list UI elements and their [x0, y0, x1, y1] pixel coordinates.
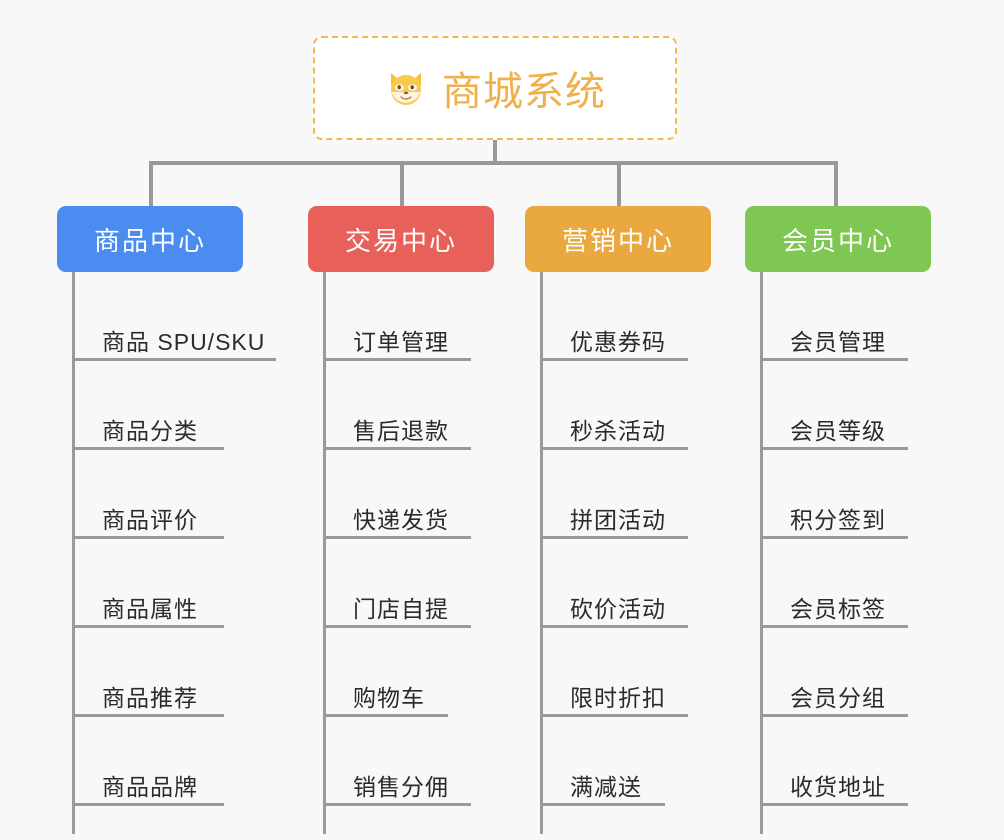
leaf-item[interactable]: 商品属性: [72, 539, 307, 628]
leaf-item[interactable]: 积分签到: [760, 450, 945, 539]
leaf-label: 收货地址: [790, 773, 886, 800]
leaf-item[interactable]: 会员等级: [760, 361, 945, 450]
leaf-list-marketing: 优惠券码 秒杀活动 拼团活动 砍价活动 限时折扣 满减送: [525, 272, 725, 834]
connector-drop-1: [149, 161, 153, 206]
connector-spine: [760, 272, 763, 834]
connector-root-trunk: [493, 140, 497, 163]
leaf-label: 砍价活动: [570, 595, 666, 622]
leaf-item[interactable]: 购物车: [323, 628, 518, 717]
leaf-label: 门店自提: [353, 595, 449, 622]
leaf-item[interactable]: 会员管理: [760, 272, 945, 361]
leaf-label: 商品评价: [102, 506, 198, 533]
leaf-item[interactable]: 商品推荐: [72, 628, 307, 717]
branch-header-member[interactable]: 会员中心: [745, 206, 931, 272]
leaf-list-member: 会员管理 会员等级 积分签到 会员标签 会员分组 收货地址: [745, 272, 945, 834]
leaf-item[interactable]: 砍价活动: [540, 539, 725, 628]
shiba-inu-icon: [384, 66, 428, 110]
leaf-list-product: 商品 SPU/SKU 商品分类 商品评价 商品属性 商品推荐 商品品牌: [57, 272, 307, 834]
leaf-label: 快递发货: [353, 506, 449, 533]
leaf-item[interactable]: 商品 SPU/SKU: [72, 272, 307, 361]
connector-spine: [72, 272, 75, 834]
branch-header-product[interactable]: 商品中心: [57, 206, 243, 272]
leaf-item[interactable]: 限时折扣: [540, 628, 725, 717]
leaf-label: 订单管理: [353, 328, 449, 355]
leaf-item[interactable]: 门店自提: [323, 539, 518, 628]
branch-column-member: 会员中心 会员管理 会员等级 积分签到 会员标签 会员分组 收货地址: [745, 206, 945, 834]
connector-horizontal-bus: [149, 161, 838, 165]
leaf-label: 商品分类: [102, 417, 198, 444]
leaf-item[interactable]: 订单管理: [323, 272, 518, 361]
leaf-label: 会员管理: [790, 328, 886, 355]
leaf-label: 满减送: [570, 773, 642, 800]
connector-drop-3: [617, 161, 621, 206]
leaf-item[interactable]: 商品分类: [72, 361, 307, 450]
branch-column-product: 商品中心 商品 SPU/SKU 商品分类 商品评价 商品属性 商品推荐 商品品牌: [57, 206, 307, 834]
leaf-item[interactable]: 商品评价: [72, 450, 307, 539]
leaf-label: 会员标签: [790, 595, 886, 622]
branch-column-marketing: 营销中心 优惠券码 秒杀活动 拼团活动 砍价活动 限时折扣 满减送: [525, 206, 725, 834]
branch-column-trade: 交易中心 订单管理 售后退款 快递发货 门店自提 购物车 销售分佣: [308, 206, 518, 834]
leaf-label: 售后退款: [353, 417, 449, 444]
leaf-label: 会员分组: [790, 684, 886, 711]
leaf-item[interactable]: 快递发货: [323, 450, 518, 539]
leaf-label: 销售分佣: [353, 773, 449, 800]
leaf-label: 会员等级: [790, 417, 886, 444]
leaf-label: 秒杀活动: [570, 417, 666, 444]
leaf-item[interactable]: 销售分佣: [323, 717, 518, 806]
connector-spine: [540, 272, 543, 834]
connector-drop-4: [834, 161, 838, 206]
leaf-item[interactable]: 商品品牌: [72, 717, 307, 806]
branch-header-label: 商品中心: [93, 225, 206, 256]
leaf-item[interactable]: 会员分组: [760, 628, 945, 717]
leaf-label: 限时折扣: [570, 684, 666, 711]
branch-header-marketing[interactable]: 营销中心: [525, 206, 711, 272]
leaf-item[interactable]: 售后退款: [323, 361, 518, 450]
connector-drop-2: [400, 161, 404, 206]
root-node[interactable]: 商城系统: [313, 36, 677, 140]
leaf-item[interactable]: 拼团活动: [540, 450, 725, 539]
leaf-label: 商品属性: [102, 595, 198, 622]
leaf-item[interactable]: 会员标签: [760, 539, 945, 628]
branch-header-label: 会员中心: [781, 225, 894, 256]
leaf-label: 商品推荐: [102, 684, 198, 711]
leaf-label: 购物车: [353, 684, 425, 711]
leaf-label: 积分签到: [790, 506, 886, 533]
leaf-list-trade: 订单管理 售后退款 快递发货 门店自提 购物车 销售分佣: [308, 272, 518, 834]
branch-header-label: 交易中心: [344, 225, 457, 256]
leaf-item[interactable]: 优惠券码: [540, 272, 725, 361]
leaf-item[interactable]: 满减送: [540, 717, 725, 806]
branch-header-label: 营销中心: [561, 225, 674, 256]
leaf-label: 商品 SPU/SKU: [102, 328, 266, 355]
leaf-label: 优惠券码: [570, 328, 666, 355]
connector-spine: [323, 272, 326, 834]
leaf-label: 商品品牌: [102, 773, 198, 800]
leaf-item[interactable]: 秒杀活动: [540, 361, 725, 450]
leaf-label: 拼团活动: [570, 506, 666, 533]
root-title: 商城系统: [442, 70, 606, 114]
branch-header-trade[interactable]: 交易中心: [308, 206, 494, 272]
leaf-item[interactable]: 收货地址: [760, 717, 945, 806]
